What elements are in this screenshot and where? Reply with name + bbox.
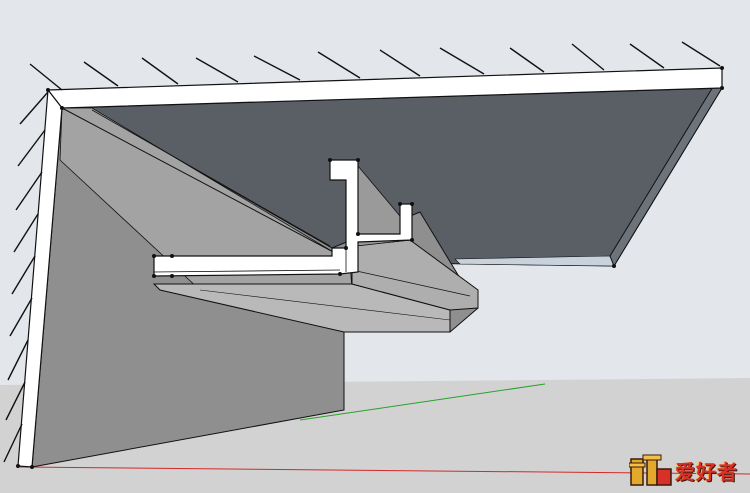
green-axis [299,383,546,421]
left-hatch-marks [3,91,49,463]
watermark-text: 爱好者 [675,459,738,484]
watermark: 爱好者 [629,453,738,487]
vertex-points [16,66,724,469]
top-hatch-marks [29,41,721,91]
cornice-edge [351,269,471,297]
cornice-edge-2 [199,289,451,321]
profile-inner-edge [153,269,341,273]
bevel-edge-2 [91,109,331,247]
bevel-edge [61,107,353,263]
red-axis [19,466,750,475]
carpenter-logo-icon [629,454,672,486]
